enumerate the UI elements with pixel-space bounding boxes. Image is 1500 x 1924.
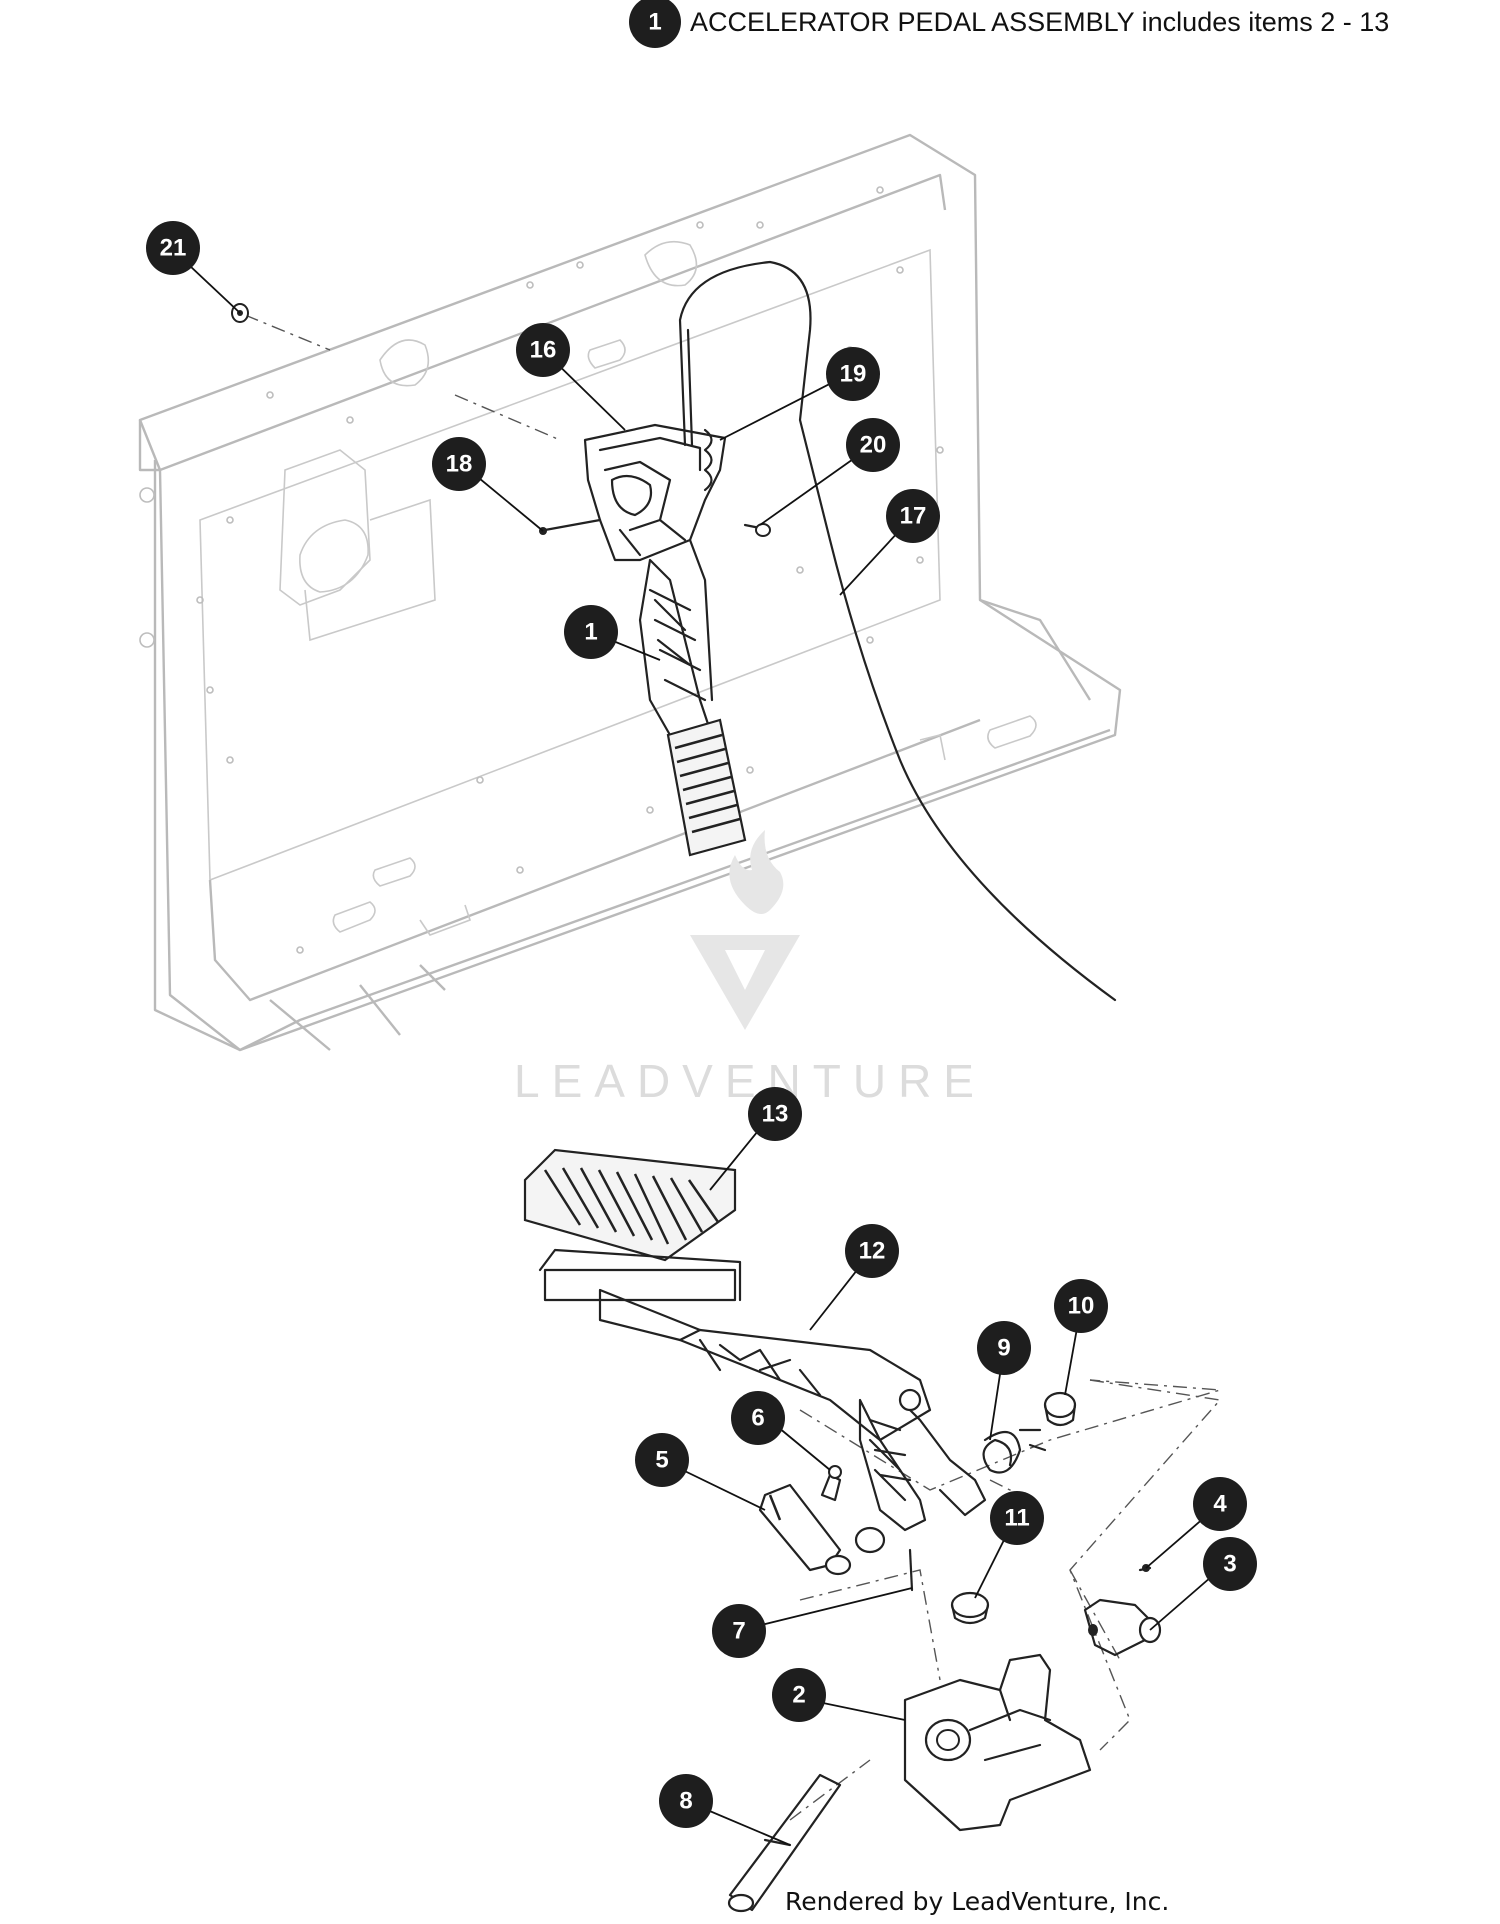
exploded-pedal-assembly — [523, 1148, 1222, 1913]
dashed-guide — [1069, 1569, 1121, 1661]
callout-label: 7 — [732, 1618, 745, 1645]
callout-label: 18 — [446, 451, 473, 478]
callout-label: 10 — [1068, 1293, 1095, 1320]
callout-label: 19 — [840, 361, 867, 388]
dashed-leader-16 — [454, 394, 561, 441]
firewall-frame — [138, 133, 1122, 1052]
callout-8[interactable]: 8 — [659, 1774, 713, 1828]
callout-20[interactable]: 20 — [846, 418, 900, 472]
callout-label: 6 — [751, 1405, 764, 1432]
callout-label: 3 — [1223, 1551, 1236, 1578]
callout-label: 9 — [997, 1335, 1010, 1362]
callout-5[interactable]: 5 — [635, 1433, 689, 1487]
leadventure-flame-logo-icon — [690, 830, 800, 1030]
callout-1[interactable]: 1 — [564, 605, 618, 659]
callout-6[interactable]: 6 — [731, 1391, 785, 1445]
callout-9[interactable]: 9 — [977, 1321, 1031, 1375]
callout-label: 17 — [900, 503, 927, 530]
watermark-text: LEADVENTURE — [514, 1055, 986, 1107]
callout-13[interactable]: 13 — [748, 1087, 802, 1141]
legend-text: ACCELERATOR PEDAL ASSEMBLY includes item… — [690, 7, 1389, 37]
callout-12[interactable]: 12 — [845, 1224, 899, 1278]
legend: 1 ACCELERATOR PEDAL ASSEMBLY includes it… — [629, 0, 1389, 48]
callout-2[interactable]: 2 — [772, 1668, 826, 1722]
callout-label: 13 — [762, 1101, 789, 1128]
legend-badge — [629, 0, 681, 48]
dashed-guide — [799, 1379, 1221, 1491]
installed-pedal-assembly — [539, 260, 1117, 1002]
callout-16[interactable]: 16 — [516, 323, 570, 377]
callout-3[interactable]: 3 — [1203, 1537, 1257, 1591]
callout-11[interactable]: 11 — [990, 1491, 1044, 1545]
callout-label: 20 — [860, 432, 887, 459]
callout-label: 11 — [1004, 1505, 1029, 1532]
callouts: 21 16 19 18 20 17 1 13 12 10 9 6 5 11 4 … — [146, 221, 1257, 1828]
callout-19[interactable]: 19 — [826, 347, 880, 401]
dashed-guide — [789, 1759, 871, 1821]
callout-7[interactable]: 7 — [712, 1604, 766, 1658]
callout-4[interactable]: 4 — [1193, 1477, 1247, 1531]
dashed-guide — [799, 1569, 941, 1681]
callout-label: 4 — [1213, 1491, 1227, 1518]
callout-label: 12 — [859, 1238, 886, 1265]
leader-lines — [172, 249, 1227, 1846]
callout-label: 1 — [584, 619, 597, 646]
callout-label: 2 — [792, 1682, 805, 1709]
callout-10[interactable]: 10 — [1054, 1279, 1108, 1333]
legend-number: 1 — [648, 9, 661, 36]
credit-text: Rendered by LeadVenture, Inc. — [785, 1887, 1169, 1916]
callout-17[interactable]: 17 — [886, 489, 940, 543]
callout-18[interactable]: 18 — [432, 437, 486, 491]
callout-label: 21 — [160, 235, 187, 262]
callout-label: 16 — [530, 337, 557, 364]
dashed-leader-21 — [244, 314, 331, 351]
callout-label: 8 — [679, 1788, 692, 1815]
callout-21[interactable]: 21 — [146, 221, 200, 275]
callout-label: 5 — [655, 1447, 668, 1474]
